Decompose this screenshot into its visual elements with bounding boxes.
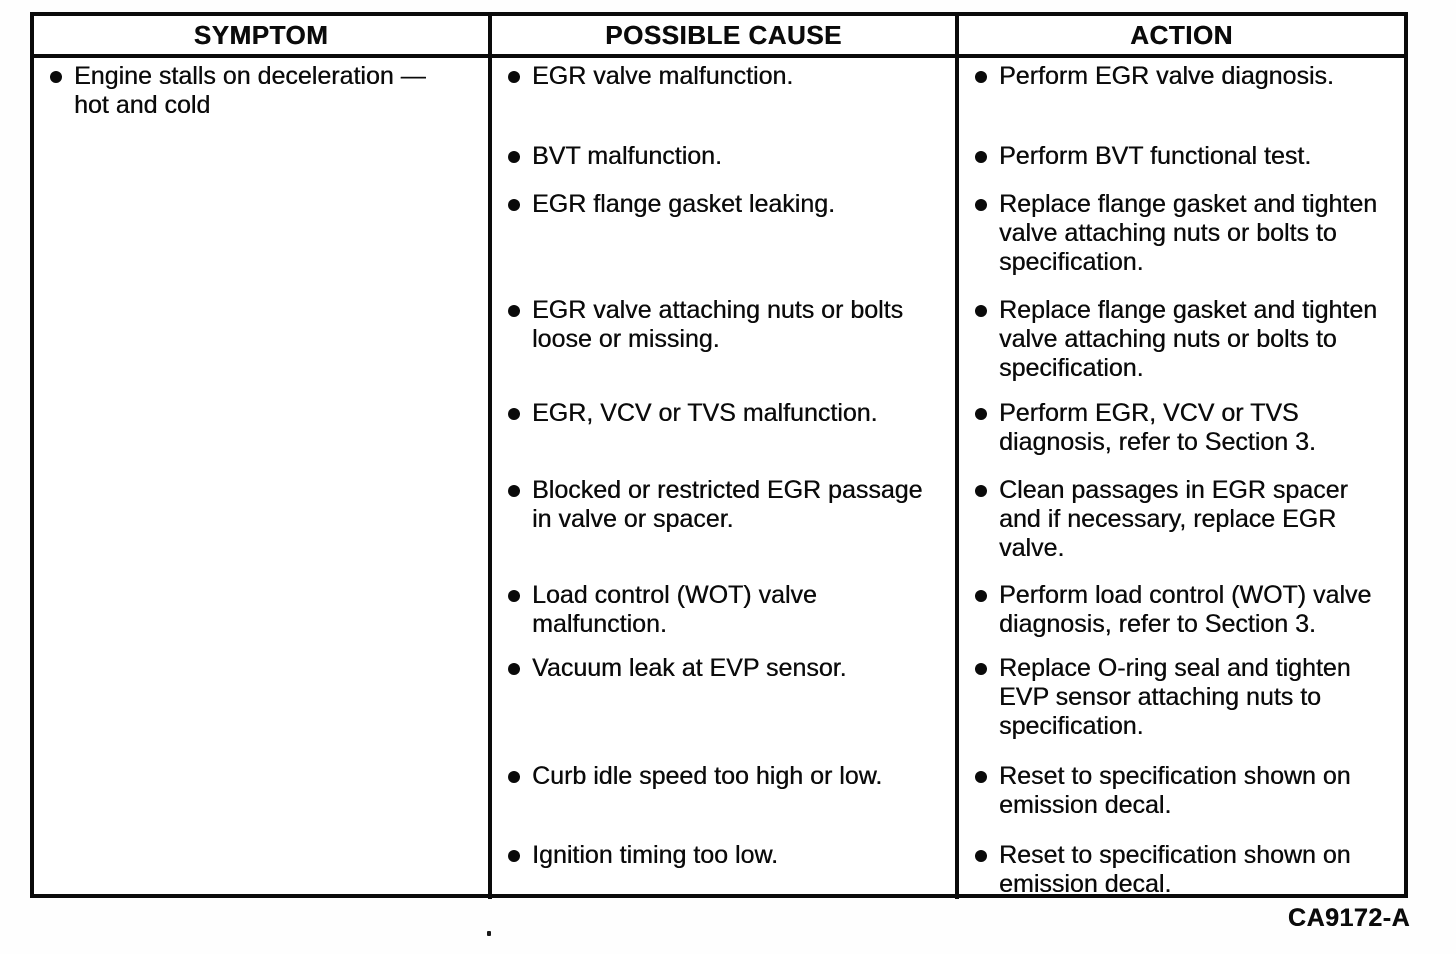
action-cell: Replace O-ring seal and tighten EVP sens… xyxy=(959,654,1404,762)
bullet-icon xyxy=(975,151,987,163)
column-divider-2 xyxy=(492,58,959,899)
bullet-icon xyxy=(975,850,987,862)
action-cell: Perform EGR, VCV or TVS diagnosis, refer… xyxy=(959,399,1404,476)
cause-text: EGR, VCV or TVS malfunction. xyxy=(532,399,878,427)
cause-cell: EGR flange gasket leaking. xyxy=(492,190,959,296)
cause-cell: Curb idle speed too high or low. xyxy=(492,762,959,841)
action-cell: Reset to specification shown on emission… xyxy=(959,841,1404,899)
cause-text: Blocked or restricted EGR passage in val… xyxy=(532,476,923,533)
cause-text: EGR valve attaching nuts or bolts loose … xyxy=(532,296,904,353)
cause-text: Vacuum leak at EVP sensor. xyxy=(532,654,847,682)
bullet-icon xyxy=(508,850,520,862)
action-cell: Clean passages in EGR spacer and if nece… xyxy=(959,476,1404,581)
cause-cell: Vacuum leak at EVP sensor. xyxy=(492,654,959,762)
cause-cell: Blocked or restricted EGR passage in val… xyxy=(492,476,959,581)
bullet-icon xyxy=(975,408,987,420)
cause-text: Ignition timing too low. xyxy=(532,841,778,869)
header-possible-cause: POSSIBLE CAUSE xyxy=(492,16,959,54)
bullet-icon xyxy=(508,71,520,83)
bullet-icon xyxy=(975,771,987,783)
symptom-text: Engine stalls on deceleration — hot and … xyxy=(74,62,426,119)
action-text: Replace flange gasket and tighten valve … xyxy=(999,296,1378,382)
table-header-row: SYMPTOM POSSIBLE CAUSE ACTION xyxy=(34,16,1404,58)
action-cell: Replace flange gasket and tighten valve … xyxy=(959,296,1404,399)
bullet-icon xyxy=(975,71,987,83)
bullet-icon xyxy=(508,485,520,497)
table-body: Engine stalls on deceleration — hot and … xyxy=(34,58,1404,899)
diagnosis-table: SYMPTOM POSSIBLE CAUSE ACTION Engine sta… xyxy=(30,12,1408,899)
action-text: Perform EGR, VCV or TVS diagnosis, refer… xyxy=(999,399,1316,456)
bullet-icon xyxy=(508,663,520,675)
bullet-icon xyxy=(508,151,520,163)
cause-cell: EGR, VCV or TVS malfunction. xyxy=(492,399,959,476)
action-cell: Perform BVT functional test. xyxy=(959,142,1404,190)
bullet-icon xyxy=(508,408,520,420)
cause-text: EGR valve malfunction. xyxy=(532,62,794,90)
action-text: Perform BVT functional test. xyxy=(999,142,1312,170)
bullet-icon xyxy=(975,590,987,602)
action-cell: Perform EGR valve diagnosis. xyxy=(959,62,1404,142)
cause-cell: Ignition timing too low. xyxy=(492,841,959,899)
bullet-icon xyxy=(508,771,520,783)
action-text: Perform load control (WOT) valve diagnos… xyxy=(999,581,1372,638)
cause-text: EGR flange gasket leaking. xyxy=(532,190,835,218)
action-text: Replace flange gasket and tighten valve … xyxy=(999,190,1378,276)
action-cell: Replace flange gasket and tighten valve … xyxy=(959,190,1404,296)
cause-cell: EGR valve malfunction. xyxy=(492,62,959,142)
cause-cell: BVT malfunction. xyxy=(492,142,959,190)
header-symptom: SYMPTOM xyxy=(34,16,492,54)
bullet-icon xyxy=(975,305,987,317)
action-text: Reset to specification shown on emission… xyxy=(999,762,1351,819)
action-text: Replace O-ring seal and tighten EVP sens… xyxy=(999,654,1351,740)
bullet-icon xyxy=(50,71,62,83)
bullet-icon xyxy=(975,199,987,211)
action-text: Clean passages in EGR spacer and if nece… xyxy=(999,476,1348,562)
cause-text: Curb idle speed too high or low. xyxy=(532,762,883,790)
bullet-icon xyxy=(975,663,987,675)
action-cell: Reset to specification shown on emission… xyxy=(959,762,1404,841)
bullet-icon xyxy=(508,199,520,211)
action-text: Reset to specification shown on emission… xyxy=(999,841,1351,898)
cause-cell: EGR valve attaching nuts or bolts loose … xyxy=(492,296,959,399)
bullet-icon xyxy=(975,485,987,497)
cause-text: BVT malfunction. xyxy=(532,142,722,170)
column-divider-1 xyxy=(34,58,492,899)
header-action: ACTION xyxy=(1130,19,1233,50)
symptom-cell: Engine stalls on deceleration — hot and … xyxy=(34,62,492,142)
bullet-icon xyxy=(508,305,520,317)
cause-cell: Load control (WOT) valve malfunction. xyxy=(492,581,959,654)
cause-text: Load control (WOT) valve malfunction. xyxy=(532,581,817,638)
bullet-icon xyxy=(508,590,520,602)
scan-artifact-speck xyxy=(487,931,491,936)
action-cell: Perform load control (WOT) valve diagnos… xyxy=(959,581,1404,654)
figure-reference-code: CA9172-A xyxy=(1287,904,1410,932)
action-text: Perform EGR valve diagnosis. xyxy=(999,62,1334,90)
